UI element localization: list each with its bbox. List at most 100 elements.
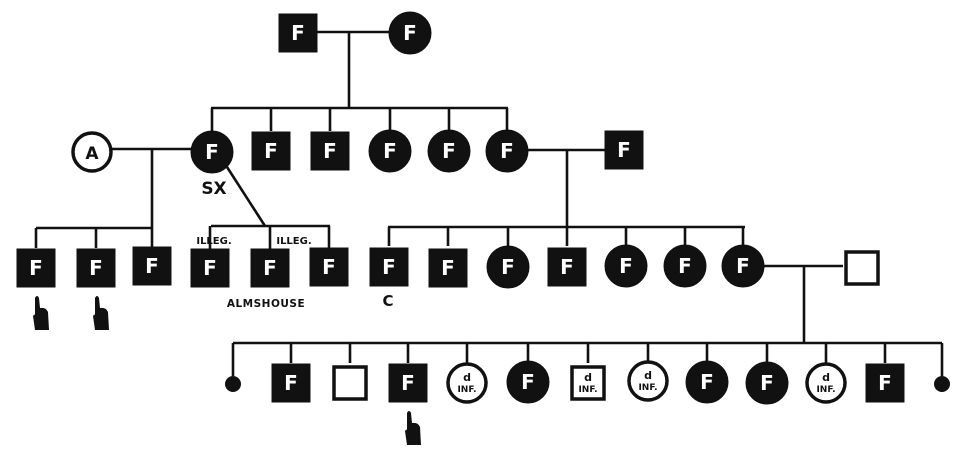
pointing-hand-icon xyxy=(405,411,421,445)
person-g3-a3: F xyxy=(132,246,172,286)
filled-circle-symbol xyxy=(388,11,432,55)
person-g2-c6: F xyxy=(485,129,529,173)
person-label: F xyxy=(501,255,515,279)
person-g3-i1: F xyxy=(190,248,230,288)
person-label: F xyxy=(264,139,278,163)
small-dot-symbol xyxy=(934,376,950,392)
person-g1-mother: F xyxy=(388,11,432,55)
open-circle-symbol xyxy=(446,362,488,404)
annotation-illeg-1: ILLEG. xyxy=(196,236,231,247)
filled-circle-symbol xyxy=(745,361,789,405)
filled-circle-symbol xyxy=(486,245,530,289)
person-g3-a1: F xyxy=(16,248,56,288)
person-label: F xyxy=(678,254,692,278)
filled-square-symbol xyxy=(132,246,172,286)
person-label: F xyxy=(736,254,750,278)
filled-circle-symbol xyxy=(368,129,412,173)
annotation-sx: SX xyxy=(201,179,226,199)
person-label: F xyxy=(145,254,159,278)
filled-square-symbol xyxy=(76,248,116,288)
person-label: F xyxy=(500,139,514,163)
person-label: F xyxy=(89,256,103,280)
person-g4-13 xyxy=(934,376,950,392)
person-g4-4: F xyxy=(388,363,428,403)
filled-square-symbol xyxy=(250,248,290,288)
person-label: A xyxy=(85,144,99,164)
person-g4-12: F xyxy=(865,363,905,403)
person-g4-10: F xyxy=(745,361,789,405)
person-label: F xyxy=(560,255,574,279)
connector-lines xyxy=(34,30,944,376)
person-sublabel: INF. xyxy=(638,383,657,393)
person-sublabel: INF. xyxy=(816,385,835,395)
person-label: F xyxy=(291,21,305,45)
filled-square-symbol xyxy=(865,363,905,403)
person-label: F xyxy=(878,371,892,395)
person-g2-spouse-a: A xyxy=(71,131,113,173)
open-square-symbol xyxy=(332,365,368,401)
person-g3-a2: F xyxy=(76,248,116,288)
person-label: F xyxy=(441,256,455,280)
person-g3-i3: F xyxy=(309,247,349,287)
person-g2-c3: F xyxy=(310,131,350,171)
person-g3-spouse xyxy=(844,250,880,286)
annotation-c: C xyxy=(382,292,393,310)
person-sublabel: INF. xyxy=(457,385,476,395)
person-label: F xyxy=(29,256,43,280)
person-label: F xyxy=(203,256,217,280)
person-label: F xyxy=(521,370,535,394)
person-g3-b1: F xyxy=(369,247,409,287)
pointing-hand-icon xyxy=(33,296,49,330)
filled-square-symbol xyxy=(369,247,409,287)
annotation-almshouse: ALMSHOUSE xyxy=(227,298,305,310)
person-label: F xyxy=(284,371,298,395)
person-label: d xyxy=(644,369,652,382)
pointing-hand-icon xyxy=(93,296,109,330)
person-label: F xyxy=(760,371,774,395)
person-label: F xyxy=(617,138,631,162)
filled-square-symbol xyxy=(547,247,587,287)
person-label: F xyxy=(263,256,277,280)
filled-square-symbol xyxy=(388,363,428,403)
filled-square-symbol xyxy=(190,248,230,288)
person-sublabel: INF. xyxy=(578,385,597,395)
filled-circle-symbol xyxy=(506,360,550,404)
illegitimate-descent-line xyxy=(225,166,267,227)
small-dot-symbol xyxy=(225,376,241,392)
person-label: F xyxy=(442,139,456,163)
filled-square-symbol xyxy=(428,248,468,288)
person-g3-b2: F xyxy=(428,248,468,288)
person-label: F xyxy=(383,139,397,163)
filled-circle-symbol xyxy=(685,360,729,404)
person-g4-9: F xyxy=(685,360,729,404)
filled-square-symbol xyxy=(16,248,56,288)
person-label: F xyxy=(700,370,714,394)
person-g4-6: F xyxy=(506,360,550,404)
person-g4-3 xyxy=(332,365,368,401)
person-g3-b7: F xyxy=(721,244,765,288)
person-label: F xyxy=(382,255,396,279)
filled-square-symbol xyxy=(251,131,291,171)
person-g2-spouse-b: F xyxy=(604,130,644,170)
person-g2-c5: F xyxy=(427,129,471,173)
person-g1-father: F xyxy=(278,13,318,53)
filled-circle-symbol xyxy=(190,130,234,174)
filled-circle-symbol xyxy=(485,129,529,173)
person-g2-c4: F xyxy=(368,129,412,173)
person-g3-b4: F xyxy=(547,247,587,287)
open-circle-symbol xyxy=(805,362,847,404)
person-label: F xyxy=(403,21,417,45)
filled-square-symbol xyxy=(309,247,349,287)
person-label: F xyxy=(205,140,219,164)
filled-square-symbol xyxy=(310,131,350,171)
filled-circle-symbol xyxy=(663,244,707,288)
filled-circle-symbol xyxy=(604,244,648,288)
annotations: SX ILLEG. ILLEG. ALMSHOUSE C xyxy=(196,179,393,310)
filled-square-symbol xyxy=(278,13,318,53)
